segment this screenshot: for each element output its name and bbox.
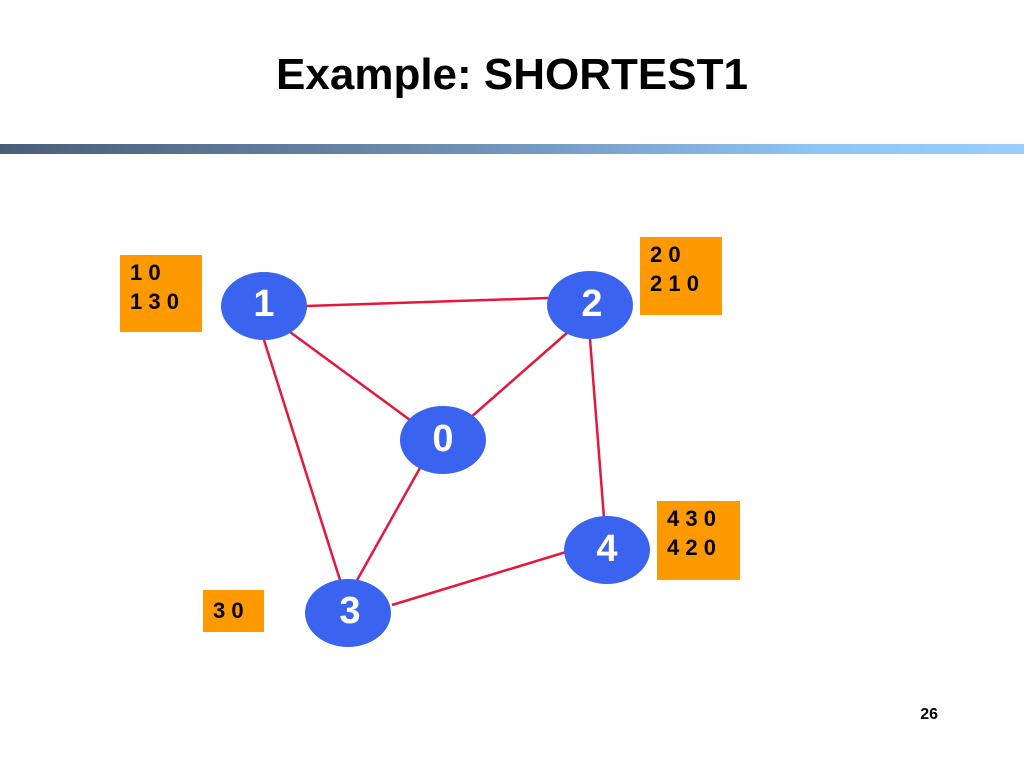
edge-2-0 [469,331,569,419]
node-2-label: 2 [581,283,602,325]
node-2 [547,271,633,339]
node-4-label: 4 [596,528,617,570]
path-line: 2 1 0 [650,271,699,296]
edge-1-0 [289,330,411,422]
path-line: 2 0 [650,242,681,267]
node-3 [305,579,391,647]
path-label-node-1: 1 0 1 3 0 [120,255,202,332]
path-line: 4 3 0 [667,506,716,531]
page-number: 26 [920,706,938,723]
edge-2-4 [588,338,606,519]
path-label-node-4: 4 3 0 4 2 0 [657,501,740,580]
node-0 [400,406,486,474]
path-label-node-2: 2 0 2 1 0 [640,237,722,315]
node-1 [221,272,307,340]
node-4 [564,516,650,584]
node-0-label: 0 [432,418,453,460]
edge-1-3 [262,339,342,581]
edge-1-2 [305,296,549,308]
path-line: 1 3 0 [130,289,179,314]
path-line: 4 2 0 [667,535,716,560]
edge-3-4 [391,550,567,607]
node-1-label: 1 [253,283,274,325]
edge-0-3 [354,467,422,583]
path-line: 3 0 [213,598,244,623]
node-3-label: 3 [339,590,360,632]
path-line: 1 0 [130,260,161,285]
slide-title: Example: SHORTEST1 [276,50,748,99]
path-label-node-3: 3 0 [203,590,264,632]
title-divider-bar [0,144,1024,154]
